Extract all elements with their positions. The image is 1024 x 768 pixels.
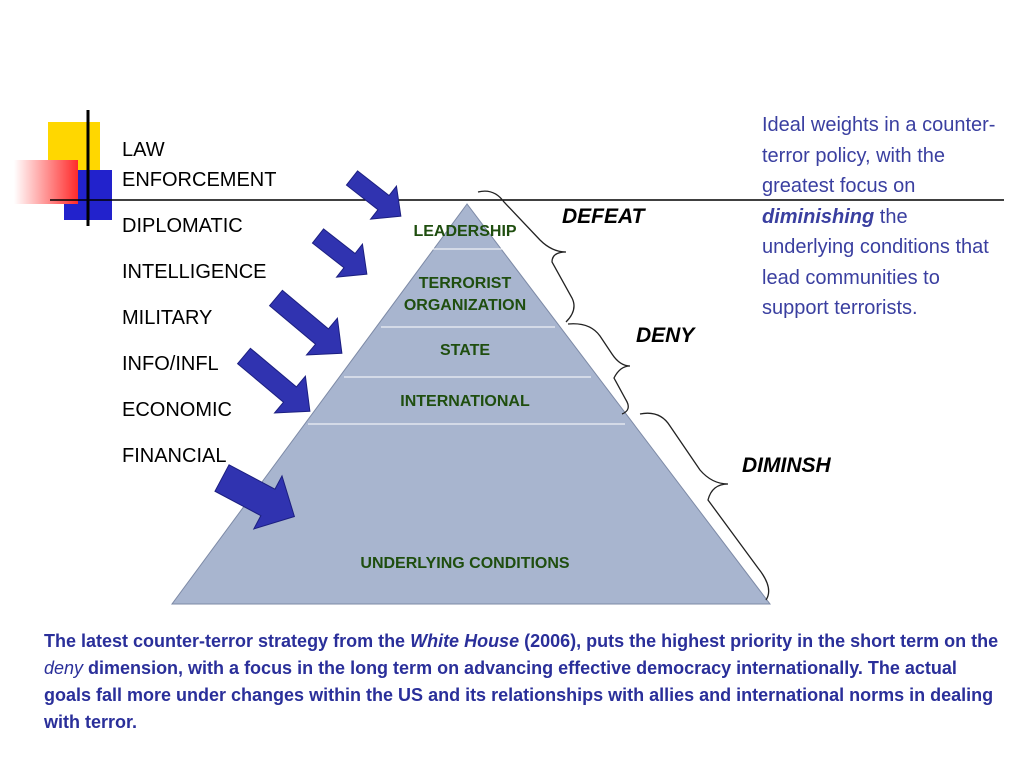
dimension-label-defeat: DEFEAT xyxy=(562,205,645,228)
ideal-weights-note: Ideal weights in a counter-terror policy… xyxy=(762,110,1002,324)
dimension-label-diminish: DIMINSH xyxy=(742,454,831,477)
tier-label-underlying-conditions: UNDERLYING CONDITIONS xyxy=(360,555,570,572)
tier-label-terrorist-organization: TERRORIST ORGANIZATION xyxy=(403,275,527,314)
instrument-label: DIPLOMATIC xyxy=(122,215,243,237)
instrument-label: FINANCIAL xyxy=(122,445,227,467)
pyramid xyxy=(171,203,772,605)
tier-label-international: INTERNATIONAL xyxy=(400,393,530,410)
dimension-label-deny: DENY xyxy=(636,324,695,347)
caption-emphasis: White House xyxy=(410,631,520,651)
note-text: the underlying conditions that lead comm… xyxy=(762,205,989,320)
caption-emphasis: deny xyxy=(44,658,84,678)
arrow-icon xyxy=(268,289,343,356)
brace-defeat xyxy=(477,190,575,323)
decoration-red-square xyxy=(14,160,78,204)
tier-label-leadership: LEADERSHIP xyxy=(413,223,517,240)
note-emphasis: diminishing xyxy=(762,205,875,228)
caption-text: The latest counter-terror strategy from … xyxy=(44,631,411,651)
pyramid-shape xyxy=(171,203,772,605)
brace-group xyxy=(477,190,770,601)
brace-deny xyxy=(567,323,631,415)
instrument-label: MILITARY xyxy=(122,307,213,329)
arrow-icon xyxy=(311,228,368,278)
brace-diminish xyxy=(639,412,770,601)
slide-corner-decoration xyxy=(14,110,1004,226)
arrow-icon xyxy=(214,464,296,530)
note-text: Ideal weights in a counter-terror policy… xyxy=(762,114,996,197)
arrow-icon xyxy=(345,170,402,220)
instrument-label: LAW xyxy=(122,139,165,161)
caption-text: (2006), puts the highest priority in the… xyxy=(519,631,999,651)
instrument-label: ENFORCEMENT xyxy=(122,169,277,191)
instrument-label: INTELLIGENCE xyxy=(122,261,267,283)
instrument-label: ECONOMIC xyxy=(122,399,232,421)
arrow-group xyxy=(214,170,402,530)
arrow-icon xyxy=(236,347,311,414)
tier-label-state: STATE xyxy=(439,342,491,359)
strategy-caption: The latest counter-terror strategy from … xyxy=(44,628,1004,736)
instrument-label: INFO/INFL xyxy=(122,353,219,375)
caption-text: dimension, with a focus in the long term… xyxy=(44,658,994,732)
